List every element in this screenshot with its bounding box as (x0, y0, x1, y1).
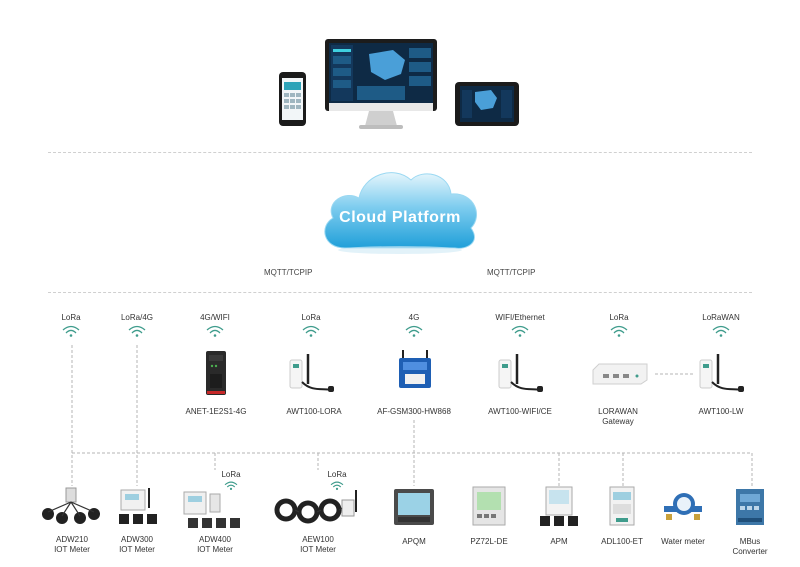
awt100-lw-icon (698, 352, 746, 394)
device-name-water-meter: Water meter (661, 537, 705, 546)
apqm-meter-icon (393, 488, 435, 526)
wifi-icon (224, 481, 238, 490)
device-name-aew100-2: IOT Meter (300, 545, 336, 554)
device-name-adl100-et: ADL100-ET (601, 537, 643, 546)
device-name-adw210-2: IOT Meter (54, 545, 90, 554)
gateway-link-5: 4G (408, 313, 420, 322)
wifi-icon (128, 325, 146, 337)
device-name-pz72l-de: PZ72L-DE (470, 537, 508, 546)
gateway-link-8: LoRaWAN (702, 313, 740, 322)
cloud-icon (324, 172, 477, 249)
mbus-converter-icon (734, 488, 766, 526)
water-meter-icon (662, 488, 704, 524)
device-name-mbus: MBus (739, 537, 761, 546)
wifi-icon (206, 325, 224, 337)
wifi-icon (302, 325, 320, 337)
gateway-name-awt100-wifi: AWT100-WIFI/CE (488, 407, 552, 416)
aew100-meter-icon (272, 490, 362, 526)
gateway-name-awt100-lw: AWT100-LW (698, 407, 744, 416)
wifi-icon (330, 481, 344, 490)
monitor-icon (325, 39, 437, 129)
device-name-adw400: ADW400 (198, 535, 232, 544)
gateway-link-2: LoRa/4G (120, 313, 154, 322)
lorawan-gateway-icon (591, 362, 649, 386)
awt100-lora-icon (288, 352, 336, 394)
device-name-adw210: ADW210 (55, 535, 89, 544)
device-link-aew100: LoRa (327, 470, 347, 479)
device-name-adw400-2: IOT Meter (197, 545, 233, 554)
adw210-meter-icon (40, 486, 102, 526)
wifi-icon (511, 325, 529, 337)
device-name-adw300-2: IOT Meter (119, 545, 155, 554)
wifi-icon (62, 325, 80, 337)
device-name-aew100: AEW100 (302, 535, 334, 544)
divider-middle (48, 292, 752, 293)
device-name-mbus-2: Converter (732, 547, 768, 556)
tablet-icon (455, 82, 519, 126)
divider-top (48, 152, 752, 153)
gateway-name-af-gsm300: AF-GSM300-HW868 (377, 407, 451, 416)
wifi-icon (610, 325, 628, 337)
wifi-icon (405, 325, 423, 337)
cloud-platform: Cloud Platform (315, 158, 485, 258)
adw300-meter-icon (115, 488, 159, 528)
cloud-title: Cloud Platform (339, 209, 461, 226)
af-gsm300-icon (397, 350, 433, 390)
device-name-adw300: ADW300 (120, 535, 154, 544)
smartphone-icon (279, 72, 306, 126)
adw400-meter-icon (180, 488, 244, 530)
gateway-link-7: LoRa (609, 313, 629, 322)
gateway-name-lorawan: LORAWAN (598, 407, 638, 416)
apm-meter-icon (538, 486, 580, 528)
display-devices (275, 36, 525, 136)
awt100-wifi-icon (497, 352, 545, 394)
gateway-link-4: LoRa (301, 313, 321, 322)
gateway-name-awt100-lora: AWT100-LORA (286, 407, 342, 416)
anet-gateway-icon (205, 350, 227, 396)
pz72l-de-meter-icon (472, 486, 506, 526)
adl100-et-meter-icon (608, 486, 636, 526)
gateway-name-lorawan-2: Gateway (602, 417, 634, 426)
wifi-icon (712, 325, 730, 337)
gateway-link-3: 4G/WIFI (200, 313, 230, 322)
protocol-label-right: MQTT/TCPIP (487, 268, 536, 277)
device-name-apm: APM (550, 537, 568, 546)
gateway-name-anet: ANET-1E2S1-4G (185, 407, 247, 416)
protocol-label-left: MQTT/TCPIP (264, 268, 313, 277)
gateway-link-1: LoRa (61, 313, 81, 322)
device-link-adw400: LoRa (221, 470, 241, 479)
device-name-apqm: APQM (402, 537, 426, 546)
gateway-link-6: WIFI/Ethernet (495, 313, 545, 322)
